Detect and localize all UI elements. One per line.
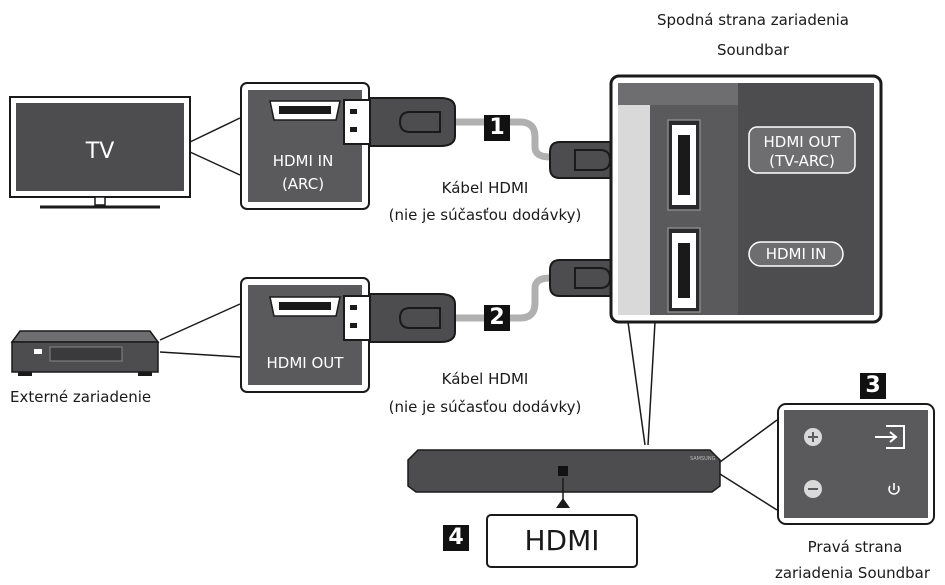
tv-port-label-1: HDMI IN [273,152,334,170]
right-panel-title-line1: Pravá strana [807,538,903,556]
soundbar-bottom-title-line2: Soundbar [716,41,790,59]
right-panel-number: 3 [860,373,886,399]
external-device-label: Externé zariadenie [10,388,152,406]
soundbar-port-1-label-line2: (TV-ARC) [769,152,835,170]
soundbar-port-2-label: HDMI IN [766,245,827,263]
external-device-icon [10,330,160,376]
external-port-label: HDMI OUT [267,354,345,372]
power-icon [888,483,900,495]
tv-icon: TV [9,96,191,209]
right-panel-title-line2: zariadenia Soundbar [774,564,931,582]
soundbar-port-1-label-line1: HDMI OUT [764,133,842,151]
tv-port-label-2: (ARC) [282,175,324,193]
soundbar-bottom-panel: HDMI OUT (TV-ARC) HDMI IN [609,74,883,324]
cable-2-label-line1: Kábel HDMI [441,370,529,388]
bottom-callout-lines [627,321,656,446]
source-input-icon [875,425,905,449]
soundbar-brand-mark: SAMSUNG [690,456,716,462]
tv-label: TV [85,139,115,164]
cable-1-number: 1 [484,115,510,141]
cable-2-label-line2: (nie je súčasťou dodávky) [388,398,582,416]
right-callout-lines [719,419,778,511]
external-callout-lines [159,303,241,358]
soundbar-right-panel [777,403,935,525]
tv-callout-lines [189,117,241,176]
display-text: HDMI [524,524,600,557]
display-frame [486,514,638,568]
display-number: 4 [443,525,469,551]
cable-1-label-line1: Kábel HDMI [441,179,529,197]
soundbar-icon: SAMSUNG [407,449,721,493]
cable-1-label-line2: (nie je súčasťou dodávky) [388,206,582,224]
cable-2-number: 2 [484,305,510,331]
soundbar-bottom-title-line1: Spodná strana zariadenia [657,11,849,29]
